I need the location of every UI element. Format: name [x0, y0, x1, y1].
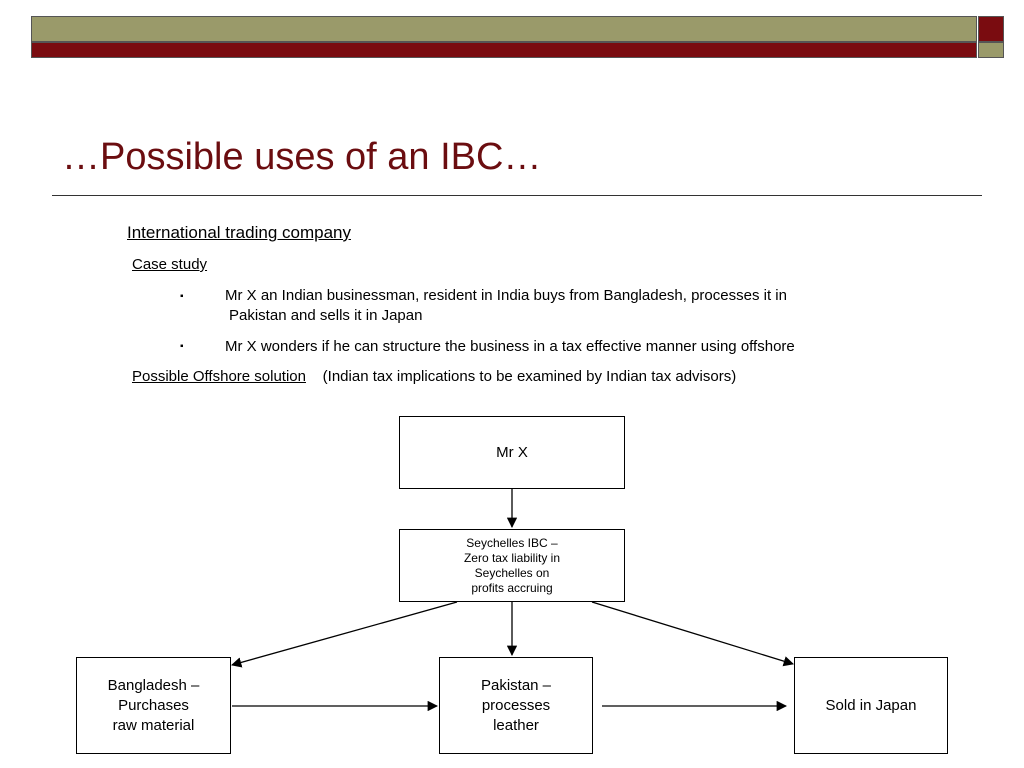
node-pakistan-line: leather: [493, 716, 539, 734]
node-japan-label: Sold in Japan: [825, 697, 917, 714]
solution-line: Possible Offshore solution (Indian tax i…: [132, 368, 736, 385]
node-mr-x-label: Mr X: [496, 444, 528, 461]
section-heading: International trading company: [127, 223, 351, 242]
node-pakistan-line: Pakistan –: [480, 676, 552, 694]
bullet-1-line-1: Mr X an Indian businessman, resident in …: [225, 287, 787, 304]
node-bangladesh-line: raw material: [112, 716, 195, 734]
node-seychelles-ibc: Seychelles IBC – Zero tax liability in S…: [399, 529, 625, 602]
title-divider: [52, 195, 982, 196]
node-pakistan: Pakistan – processes leather: [439, 657, 593, 754]
node-bangladesh: Bangladesh – Purchases raw material: [76, 657, 231, 754]
bullet-marker: ▪: [180, 341, 184, 352]
arrow-ibc-to-japan: [591, 601, 794, 667]
node-ibc-line: Seychelles on: [474, 565, 550, 580]
node-japan: Sold in Japan: [794, 657, 948, 754]
node-bangladesh-line: Purchases: [118, 696, 189, 714]
case-study-label: Case study: [132, 256, 208, 273]
bullet-marker: ▪: [180, 291, 184, 302]
solution-note: (Indian tax implications to be examined …: [322, 368, 737, 385]
node-mr-x: Mr X: [399, 416, 625, 489]
node-bangladesh-line: Bangladesh –: [107, 676, 200, 694]
node-ibc-line: Seychelles IBC –: [466, 535, 558, 550]
node-ibc-line: profits accruing: [471, 580, 553, 595]
bullet-1-line-2: Pakistan and sells it in Japan: [229, 307, 423, 324]
banner-olive-square: [978, 42, 1004, 58]
solution-label: Possible Offshore solution: [132, 368, 306, 385]
banner-maroon-bar: [31, 42, 977, 58]
node-pakistan-line: processes: [481, 696, 551, 714]
slide-title: …Possible uses of an IBC…: [62, 136, 542, 178]
banner-olive-bar: [31, 16, 977, 42]
bullet-2-line-1: Mr X wonders if he can structure the bus…: [225, 338, 795, 355]
node-ibc-line: Zero tax liability in: [463, 550, 561, 565]
arrow-ibc-to-bangladesh: [230, 601, 458, 668]
banner-maroon-square: [978, 16, 1004, 42]
header-banner: [0, 0, 1024, 64]
